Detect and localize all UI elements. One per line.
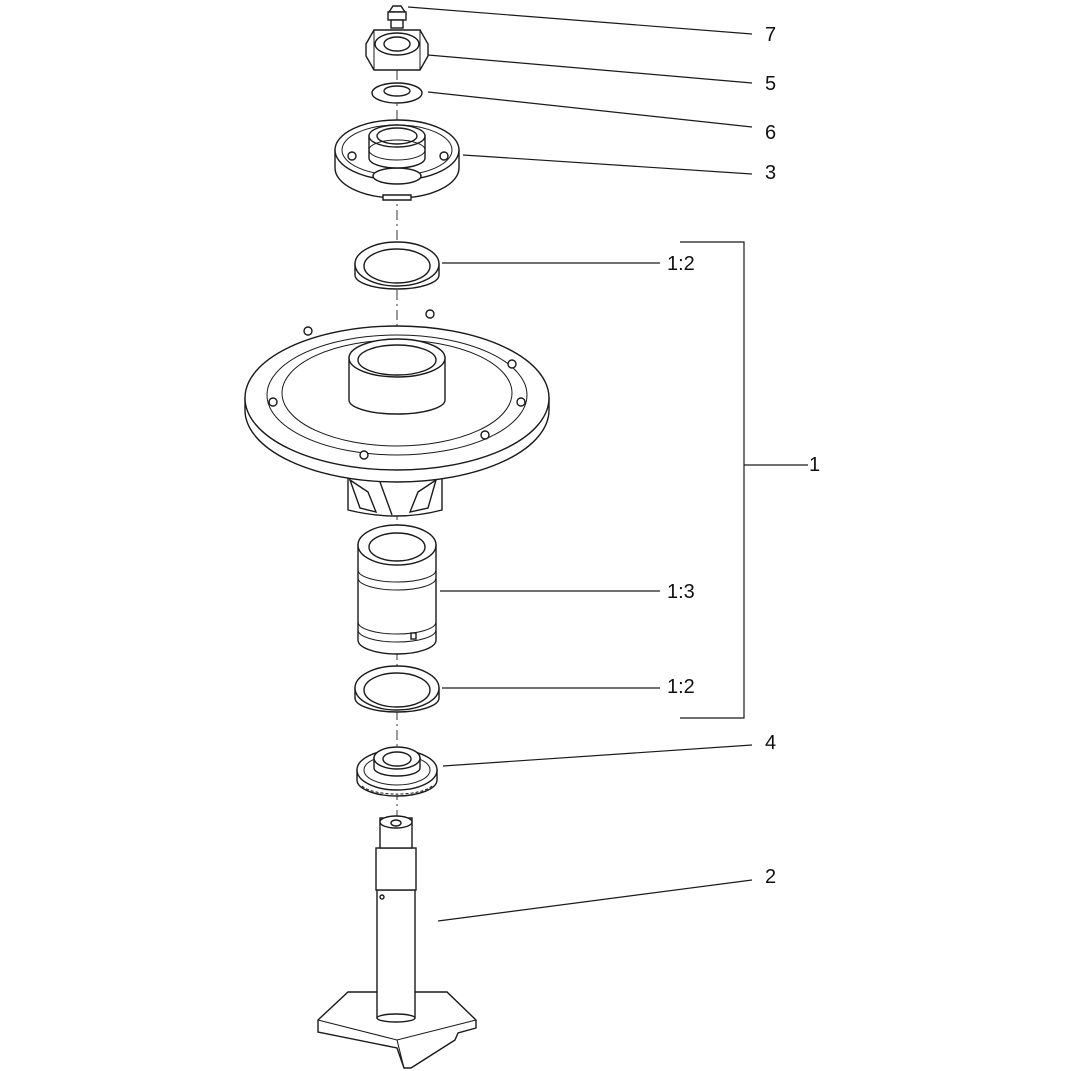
callout-4: 4 [765,732,776,754]
spindle-housing-part [244,309,550,517]
callout-3: 3 [765,162,776,184]
callout-1: 1 [809,454,820,476]
bearing-cup-top-part [354,241,440,290]
callout-1-2-top: 1:2 [667,253,695,275]
leader-lines [407,6,808,922]
spindle-shaft-part [317,815,477,1069]
bearing-spacer-part [357,524,437,655]
callout-7: 7 [765,24,776,46]
callout-2: 2 [765,866,776,888]
bearing-cup-bottom-part [354,665,440,713]
callout-6: 6 [765,122,776,144]
washer-part [371,82,423,104]
callout-1-2-bottom: 1:2 [667,676,695,698]
pulley-hub-part [334,119,460,201]
hex-nut-part [365,29,429,71]
grease-fitting-part [387,5,407,29]
callout-1-3: 1:3 [667,581,695,603]
seal-part [356,746,438,797]
callout-5: 5 [765,73,776,95]
